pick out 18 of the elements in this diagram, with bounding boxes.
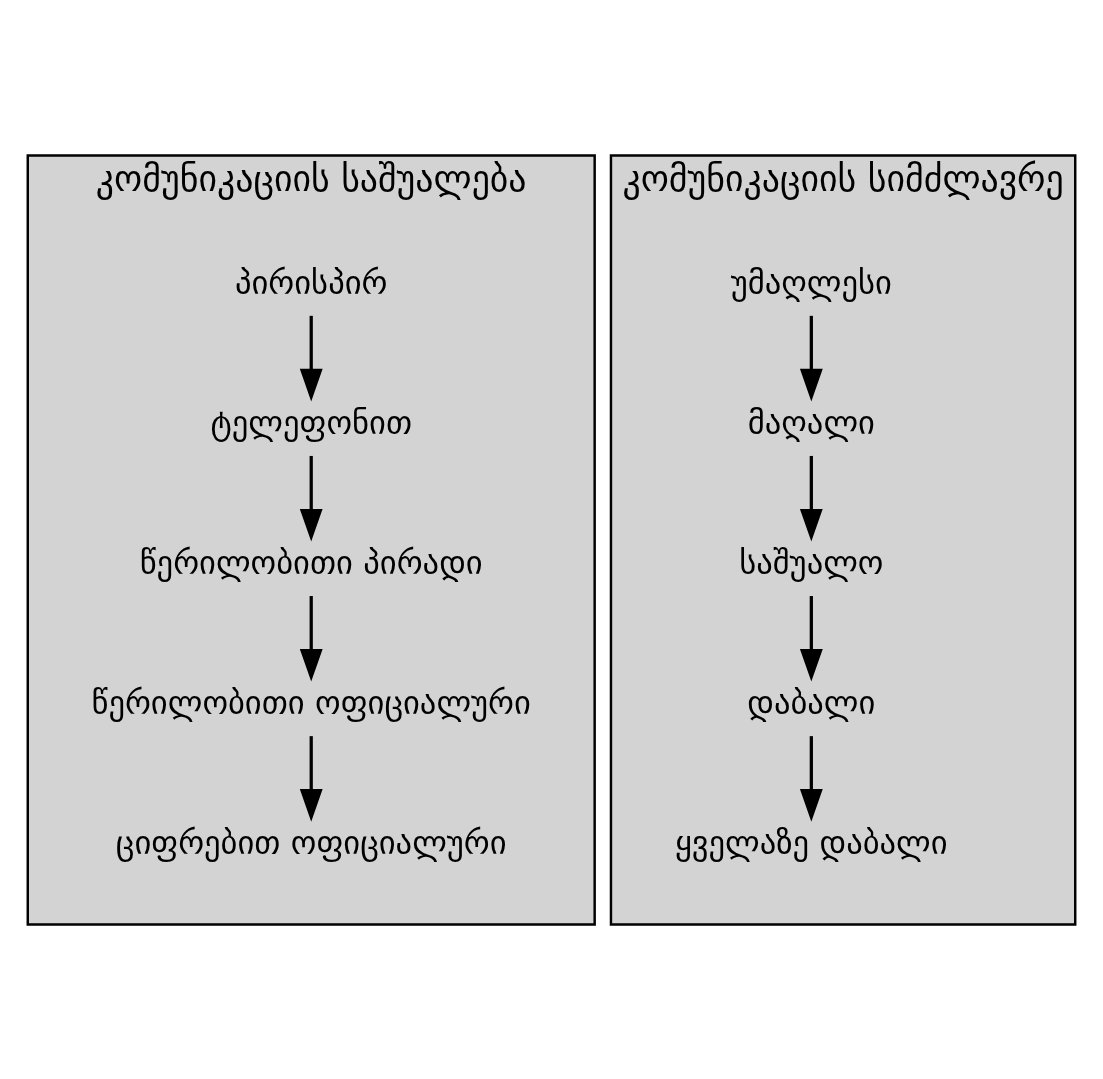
node-text: მაღალი	[747, 403, 875, 442]
node-text: საშუალო	[739, 543, 884, 582]
arrow	[299, 315, 323, 401]
node-text: ციფრებით ოფიციალური	[115, 823, 507, 862]
node-text: წერილობითი ოფიციალური	[91, 683, 531, 722]
arrow	[299, 735, 323, 822]
arrow	[299, 455, 323, 541]
arrow	[799, 455, 823, 541]
node-text: ყველაზე დაბალი	[674, 823, 948, 862]
arrow	[799, 595, 823, 682]
node-text: პირისპირ	[234, 263, 388, 302]
arrow	[299, 595, 323, 682]
arrow	[799, 735, 823, 822]
node-text: დაბალი	[747, 683, 876, 722]
arrow	[799, 315, 823, 401]
node-text: წერილობითი პირადი	[139, 543, 483, 582]
node-text: უმაღლესი	[730, 263, 892, 302]
node-text: ტელეფონით	[210, 403, 412, 442]
